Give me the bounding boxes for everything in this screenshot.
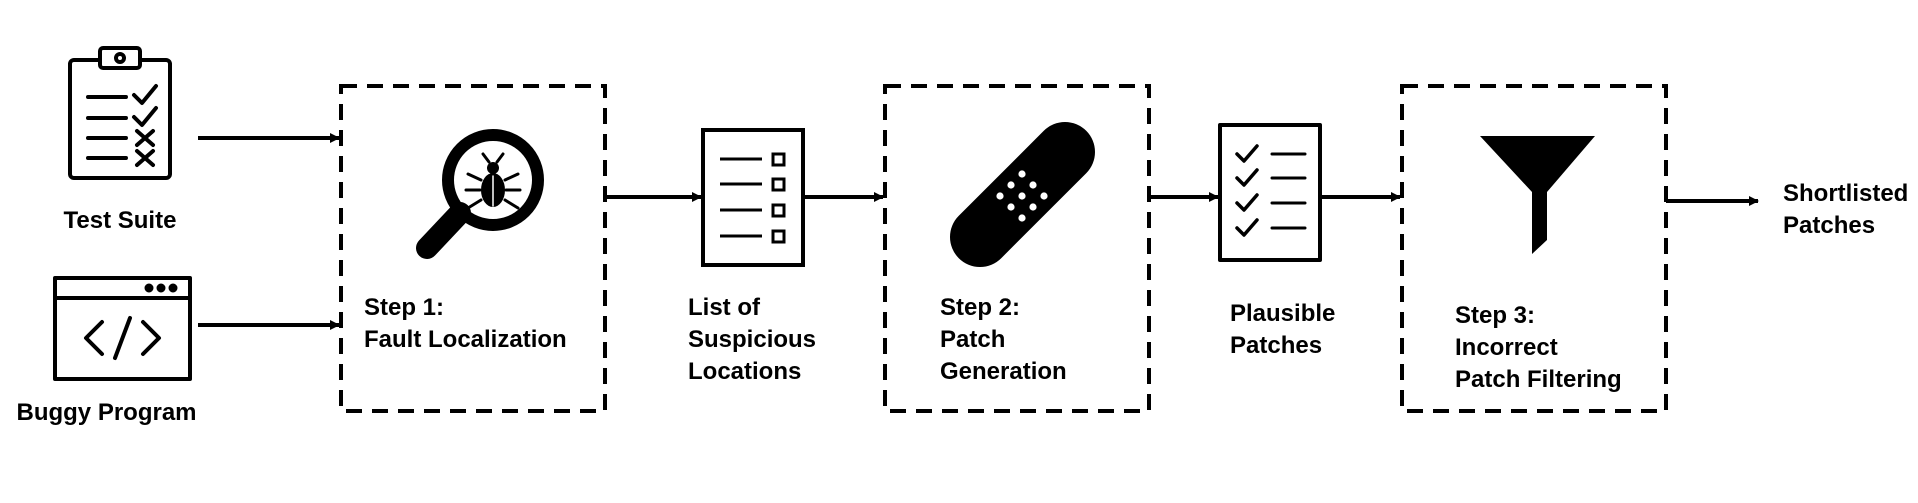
suspicious-locations-label: List of Suspicious Locations [688,292,816,388]
code-window-icon [53,276,192,381]
clipboard-icon [68,46,172,180]
step-2-title: Step 2: [940,294,1021,321]
step-1-box [339,84,607,413]
step-3-name-line-2: Patch Filtering [1455,366,1622,393]
step-2-label: Step 2: Patch Generation [940,292,1067,388]
suspicious-locations-line-2: Suspicious [688,326,817,353]
suspicious-locations-line-3: Locations [688,358,802,385]
bandage-icon [950,122,1095,267]
flow-arrows [198,133,1759,330]
step-3-title: Step 3: [1455,302,1536,329]
shortlisted-patches-line-2: Patches [1783,212,1876,239]
step-1-title: Step 1: [364,294,445,321]
suspicious-locations-line-1: List of [688,294,760,321]
bug-icon [464,152,522,210]
shortlisted-patches-label: Shortlisted Patches [1783,178,1908,242]
shortlisted-patches-line-1: Shortlisted [1783,180,1909,207]
step-2-name-line-2: Generation [940,358,1067,385]
checklist-checks-icon [1218,123,1322,262]
step-3-label: Step 3: Incorrect Patch Filtering [1455,300,1622,396]
step-3-name-line-1: Incorrect [1455,334,1558,361]
buggy-program-label: Buggy Program [16,399,197,426]
checklist-boxes-icon [701,128,805,267]
plausible-patches-line-1: Plausible [1230,300,1336,327]
step-1-label: Step 1: Fault Localization [364,292,567,356]
plausible-patches-line-2: Patches [1230,332,1323,359]
step-1-name: Fault Localization [364,326,567,353]
magnifier-bug-icon [416,129,544,259]
test-suite-label: Test Suite [63,207,177,234]
step-3-box [1400,84,1668,413]
plausible-patches-label: Plausible Patches [1230,298,1335,362]
funnel-icon [1480,136,1595,254]
step-2-box [883,84,1151,413]
step-2-name-line-1: Patch [940,326,1006,353]
